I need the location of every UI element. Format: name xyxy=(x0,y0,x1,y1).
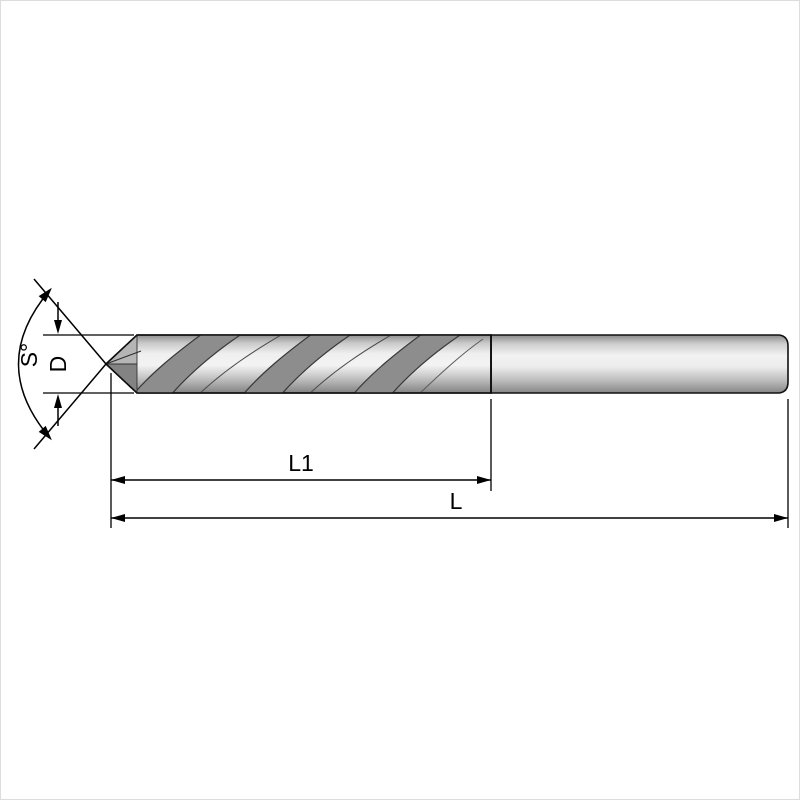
flute-edge-line xyxy=(305,335,399,393)
arrowhead-right xyxy=(477,476,491,484)
diameter-dimension: D xyxy=(43,302,134,426)
arrowhead-down xyxy=(54,320,62,334)
arrowhead-down xyxy=(38,425,52,441)
point-angle-line-lower xyxy=(33,363,107,450)
arrowhead-up xyxy=(54,394,62,408)
drill-shank xyxy=(490,334,789,394)
drill-bit xyxy=(104,333,789,395)
arrowhead-left xyxy=(111,514,125,522)
flute-ribbon xyxy=(239,335,358,393)
arrowhead-up xyxy=(38,287,52,303)
drill-flutes xyxy=(129,335,484,393)
tip-chisel-edge xyxy=(105,350,142,365)
flute-edge-line xyxy=(195,335,289,393)
flute-runout-line xyxy=(415,338,484,393)
arrowhead-left xyxy=(111,476,125,484)
point-angle-dimension: S° xyxy=(16,278,107,450)
diameter-label: D xyxy=(45,356,71,373)
flute-length-label: L1 xyxy=(288,450,314,476)
flute-ribbon xyxy=(349,335,468,393)
overall-length-dimension: L xyxy=(111,399,789,528)
point-angle-label: S° xyxy=(16,343,42,368)
overall-length-label: L xyxy=(450,488,463,514)
point-angle-arc xyxy=(17,289,51,439)
arrowhead-right xyxy=(774,514,788,522)
flute-length-dimension: L1 xyxy=(110,373,492,528)
point-angle-line-upper xyxy=(33,278,107,365)
flute-ribbon xyxy=(129,335,248,393)
